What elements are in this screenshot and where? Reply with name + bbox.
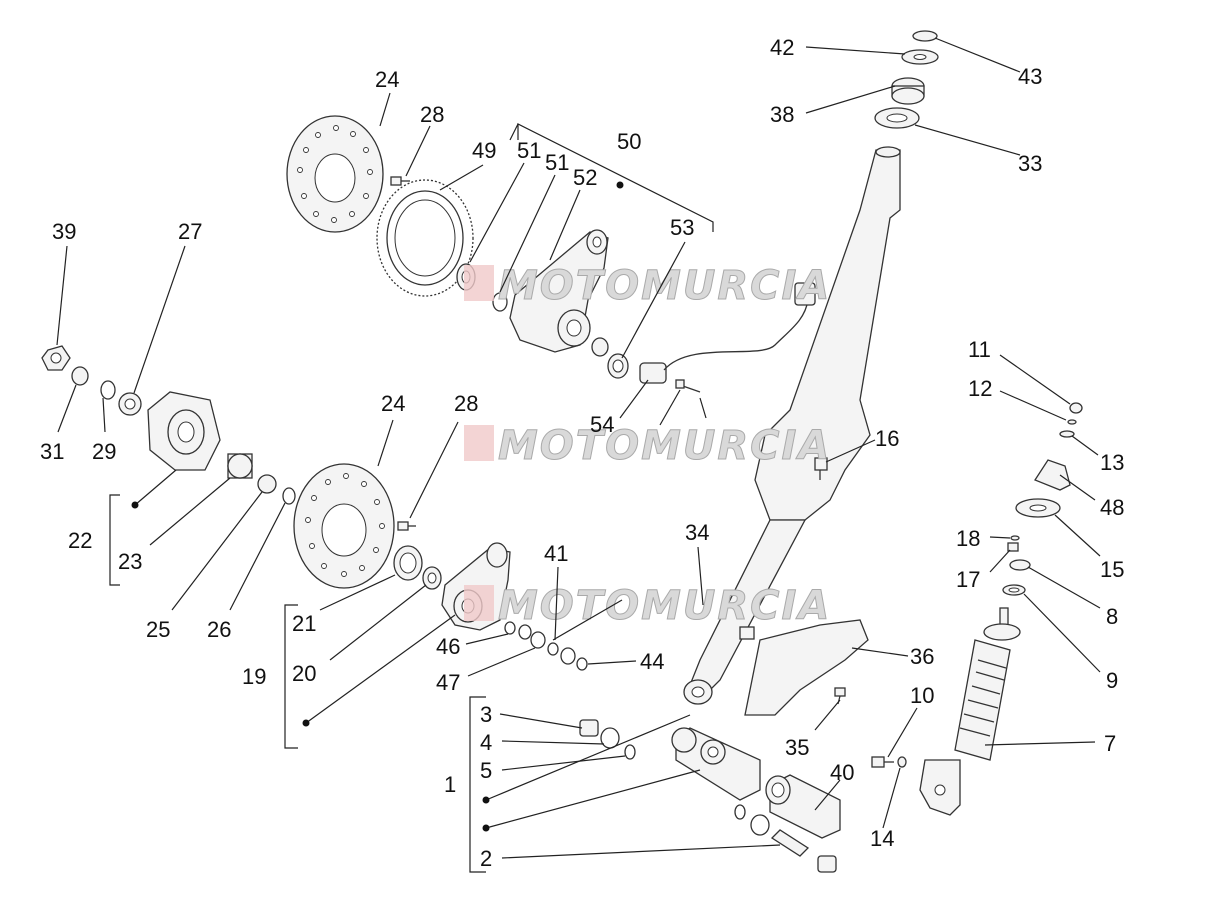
label-38: 38 bbox=[770, 102, 794, 127]
steering-column bbox=[683, 146, 901, 705]
label-51-a: 51 bbox=[517, 138, 541, 163]
lower-o-rings bbox=[504, 621, 588, 671]
pivot-pin bbox=[770, 829, 837, 873]
lower-seals bbox=[393, 545, 442, 590]
label-11: 11 bbox=[968, 337, 991, 362]
label-49: 49 bbox=[472, 138, 496, 163]
svg-text:MOTOMURCIA: MOTOMURCIA bbox=[498, 263, 831, 309]
label-10: 10 bbox=[910, 683, 934, 708]
label-43: 43 bbox=[1018, 64, 1042, 89]
label-28-upper: 28 bbox=[420, 102, 444, 127]
label-54: 54 bbox=[590, 412, 614, 437]
label-4: 4 bbox=[480, 730, 492, 755]
label-23: 23 bbox=[118, 549, 142, 574]
label-22: 22 bbox=[68, 528, 92, 553]
hub-assembly bbox=[41, 345, 296, 505]
label-42: 42 bbox=[770, 35, 794, 60]
label-24-lower: 24 bbox=[381, 391, 405, 416]
abs-tone-ring bbox=[376, 179, 474, 297]
svg-text:MOTOMURCIA: MOTOMURCIA bbox=[498, 583, 831, 629]
label-48: 48 bbox=[1100, 495, 1124, 520]
label-13: 13 bbox=[1100, 450, 1124, 475]
watermark-1: MOTOMURCIA bbox=[464, 263, 831, 310]
bushings bbox=[579, 719, 770, 836]
label-31: 31 bbox=[40, 439, 64, 464]
label-16: 16 bbox=[875, 426, 899, 451]
label-26: 26 bbox=[207, 617, 231, 642]
shock-top-parts bbox=[1002, 402, 1083, 596]
label-50: 50 bbox=[617, 129, 641, 154]
label-39: 39 bbox=[52, 219, 76, 244]
label-2: 2 bbox=[480, 846, 492, 871]
leader-lines bbox=[56, 37, 1101, 873]
label-27: 27 bbox=[178, 219, 202, 244]
label-19: 19 bbox=[242, 664, 266, 689]
shock-bolt bbox=[871, 756, 907, 768]
lower-disc-bolt bbox=[397, 521, 416, 531]
label-7: 7 bbox=[1104, 731, 1116, 756]
label-14: 14 bbox=[870, 826, 894, 851]
upper-brake-disc bbox=[286, 115, 384, 233]
label-52: 52 bbox=[573, 165, 597, 190]
label-29: 29 bbox=[92, 439, 116, 464]
upper-caliper-support bbox=[509, 229, 609, 357]
label-44: 44 bbox=[640, 649, 664, 674]
label-3: 3 bbox=[480, 702, 492, 727]
label-5: 5 bbox=[480, 758, 492, 783]
pivot-sleeve bbox=[765, 774, 841, 839]
svg-text:MOTOMURCIA: MOTOMURCIA bbox=[498, 423, 831, 469]
label-41: 41 bbox=[544, 541, 568, 566]
label-51-b: 51 bbox=[545, 150, 569, 175]
label-35: 35 bbox=[785, 735, 809, 760]
label-36: 36 bbox=[910, 644, 934, 669]
watermark-3: MOTOMURCIA bbox=[464, 583, 831, 630]
cover-screw bbox=[834, 687, 846, 705]
shock-absorber bbox=[919, 607, 1021, 816]
label-8: 8 bbox=[1106, 604, 1118, 629]
label-46: 46 bbox=[436, 634, 460, 659]
watermark-2: MOTOMURCIA bbox=[464, 423, 831, 470]
label-9: 9 bbox=[1106, 668, 1118, 693]
column-bolt bbox=[814, 457, 828, 480]
label-20: 20 bbox=[292, 661, 316, 686]
upper-disc-bolt bbox=[390, 176, 410, 186]
label-40: 40 bbox=[830, 760, 854, 785]
label-24-upper: 24 bbox=[375, 67, 399, 92]
label-47: 47 bbox=[436, 670, 460, 695]
label-18: 18 bbox=[956, 526, 980, 551]
label-53: 53 bbox=[670, 215, 694, 240]
label-34: 34 bbox=[685, 520, 709, 545]
label-33: 33 bbox=[1018, 151, 1042, 176]
label-17: 17 bbox=[956, 567, 980, 592]
abs-sensor bbox=[607, 282, 816, 393]
label-28-lower: 28 bbox=[454, 391, 478, 416]
label-21: 21 bbox=[292, 611, 316, 636]
lower-brake-disc bbox=[293, 463, 395, 589]
pivot-arm bbox=[671, 727, 761, 801]
cover-plate bbox=[744, 619, 869, 716]
part-labels: 42 43 38 33 24 28 49 51 51 52 50 53 54 3… bbox=[40, 35, 1124, 871]
headset-parts bbox=[874, 30, 939, 129]
label-25: 25 bbox=[146, 617, 170, 642]
label-12: 12 bbox=[968, 376, 992, 401]
label-1: 1 bbox=[444, 772, 456, 797]
label-15: 15 bbox=[1100, 557, 1124, 582]
